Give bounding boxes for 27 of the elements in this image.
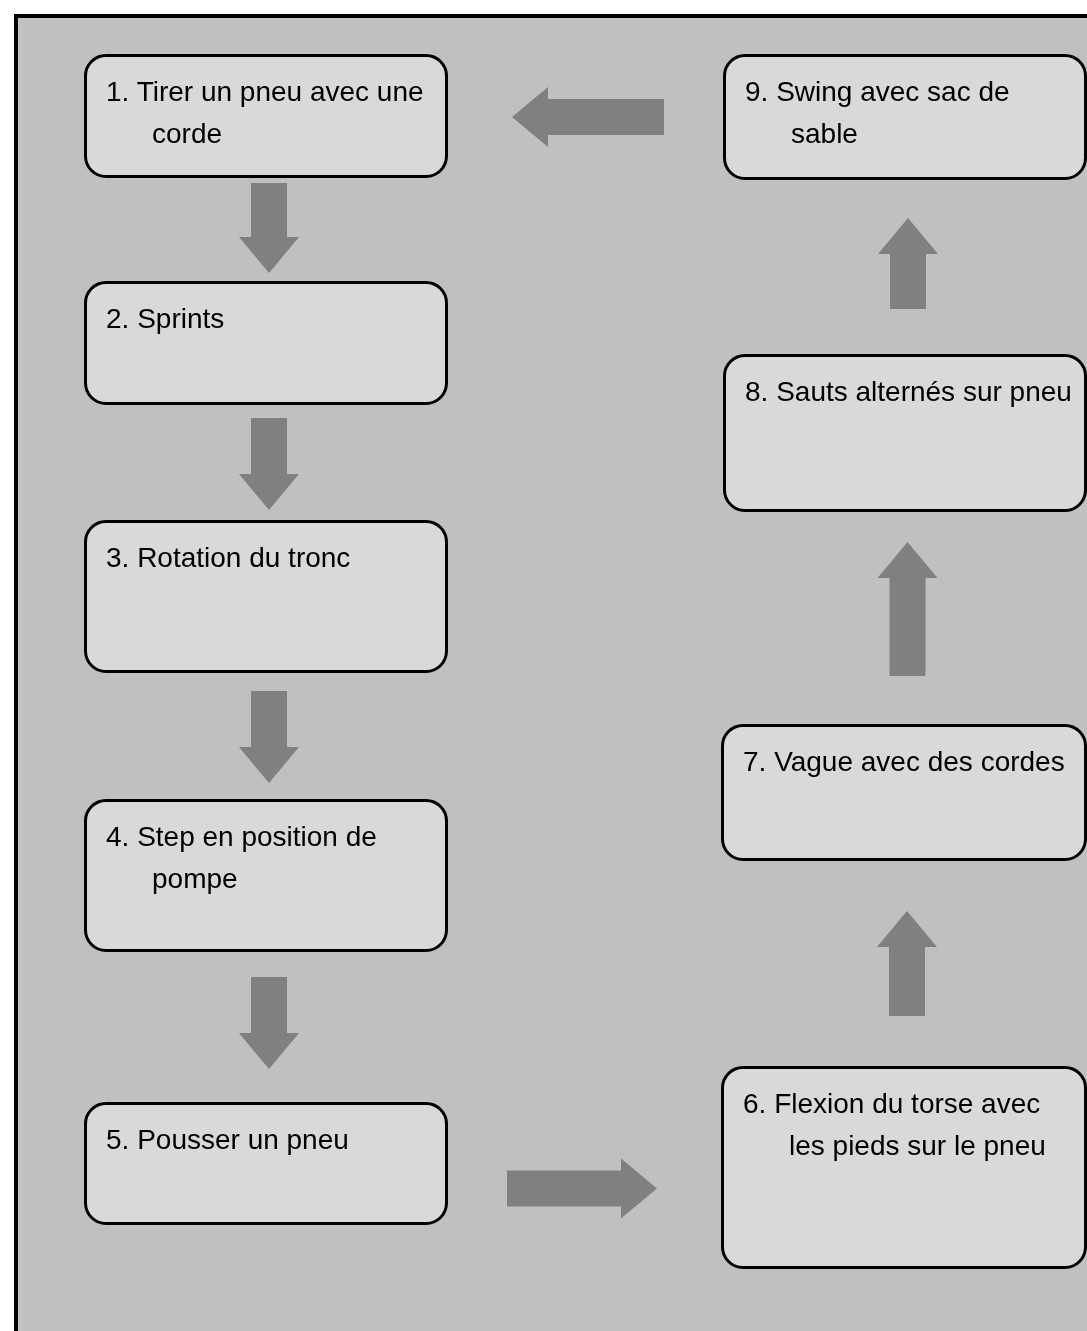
step-label: 5. Pousser un pneu — [105, 1123, 350, 1157]
block-arrow — [239, 183, 299, 273]
block-arrow — [877, 542, 938, 676]
step-label: 4. Step en position de pompe — [105, 820, 378, 896]
step-box — [723, 54, 1087, 180]
step-box — [84, 281, 448, 405]
block-arrow — [877, 911, 937, 1016]
step-label: 7. Vague avec des cordes — [742, 745, 1066, 779]
step-label: 1. Tirer un pneu avec une corde — [105, 75, 425, 151]
step-box — [84, 799, 448, 952]
block-arrow — [512, 87, 664, 147]
block-arrow — [239, 691, 299, 783]
step-box — [723, 354, 1087, 512]
step-label: 3. Rotation du tronc — [105, 541, 352, 575]
block-arrow — [878, 218, 938, 309]
block-arrow — [507, 1158, 657, 1219]
step-box — [84, 1102, 448, 1225]
block-arrow — [239, 977, 299, 1069]
step-box — [84, 520, 448, 673]
step-label: 8. Sauts alternés sur pneu — [744, 375, 1073, 409]
block-arrow — [239, 418, 299, 510]
step-label: 9. Swing avec sac de sable — [744, 75, 1011, 151]
step-label: 6. Flexion du torse avec les pieds sur le pneu — [742, 1087, 1047, 1163]
step-label: 2. Sprints — [105, 302, 226, 336]
step-box — [721, 724, 1087, 861]
step-box — [84, 54, 448, 178]
step-box — [721, 1066, 1087, 1269]
